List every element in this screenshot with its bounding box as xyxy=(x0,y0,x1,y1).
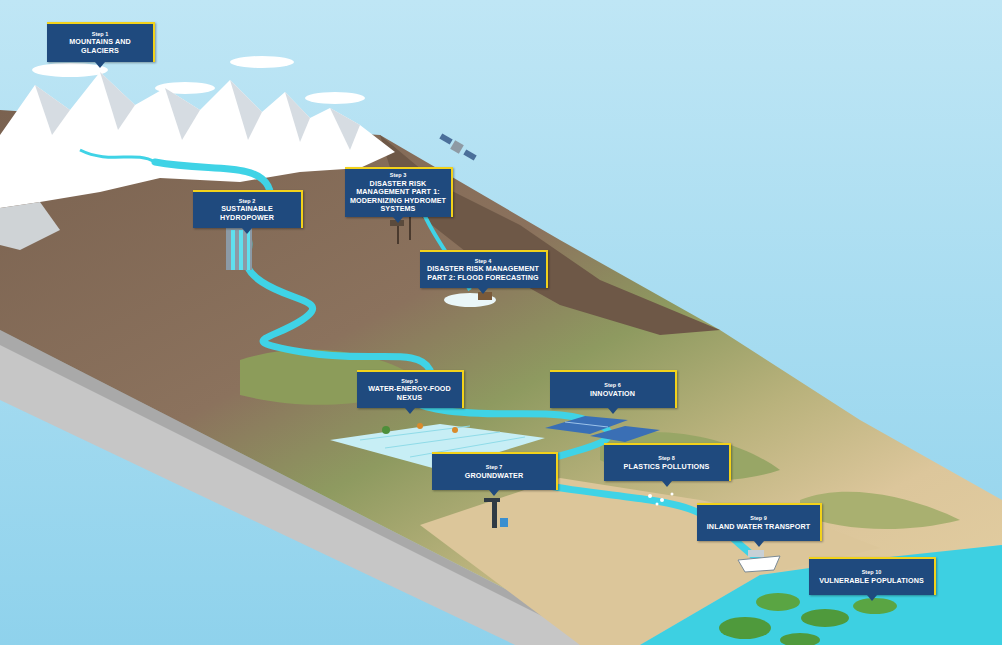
station-pole xyxy=(409,216,411,240)
step-callout-box: Step 2SUSTAINABLE HYDROPOWER xyxy=(193,190,303,228)
tree xyxy=(382,426,390,434)
island xyxy=(780,633,820,645)
step-callout-box: Step 1MOUNTAINS AND GLACIERS xyxy=(47,22,155,62)
step-number: Step 10 xyxy=(813,569,930,576)
green-hill xyxy=(800,492,960,529)
peak-shade xyxy=(330,108,360,150)
step-number: Step 2 xyxy=(197,198,297,205)
pump xyxy=(492,498,497,528)
step-callout-box: Step 3DISASTER RISK MANAGEMENT PART 1: M… xyxy=(345,167,453,217)
waterfall xyxy=(239,230,243,270)
step-title: VULNERABLE POPULATIONS xyxy=(813,577,930,585)
satellite-panel xyxy=(463,149,476,160)
island xyxy=(756,593,800,611)
peak-shade xyxy=(285,92,310,142)
bucket xyxy=(500,518,508,527)
sea xyxy=(640,545,1002,645)
cloud xyxy=(230,56,294,68)
farmer xyxy=(452,427,458,433)
step-callout-box: Step 9INLAND WATER TRANSPORT xyxy=(697,503,822,541)
step-number: Step 5 xyxy=(361,378,458,385)
waterfall xyxy=(247,230,250,270)
glacier-stream xyxy=(80,150,155,162)
field-row xyxy=(360,426,470,440)
step-title: WATER-ENERGY-FOOD NEXUS xyxy=(361,385,458,402)
step-title: GROUNDWATER xyxy=(436,472,552,480)
island xyxy=(801,609,849,627)
peak-shade xyxy=(165,88,200,140)
peak-shade xyxy=(100,72,135,130)
cloud xyxy=(305,92,365,104)
step-title: PLASTICS POLLUTIONS xyxy=(608,463,725,471)
step-callout-box: Step 8PLASTICS POLLUTIONS xyxy=(604,443,731,481)
boat-cabin xyxy=(748,550,764,557)
panel-line xyxy=(565,422,608,427)
satellite xyxy=(439,133,476,160)
step-number: Step 7 xyxy=(436,464,552,471)
step-title: INNOVATION xyxy=(554,390,671,398)
ridge-shadow xyxy=(380,135,720,335)
step-title: DISASTER RISK MANAGEMENT PART 1: MODERNI… xyxy=(349,180,447,214)
step-number: Step 3 xyxy=(349,172,447,179)
step-number: Step 6 xyxy=(554,382,671,389)
step-number: Step 4 xyxy=(424,258,542,265)
step-number: Step 8 xyxy=(608,455,725,462)
step-callout-box: Step 4DISASTER RISK MANAGEMENT PART 2: F… xyxy=(420,250,548,288)
island xyxy=(719,617,771,639)
step-title: SUSTAINABLE HYDROPOWER xyxy=(197,205,297,222)
step-title: INLAND WATER TRANSPORT xyxy=(701,523,816,531)
step-callout-box: Step 6INNOVATION xyxy=(550,370,677,408)
flood-foam xyxy=(444,293,496,307)
rock-slope xyxy=(0,202,60,250)
solar-panel xyxy=(590,426,660,442)
step-number: Step 1 xyxy=(51,31,149,38)
river xyxy=(155,162,765,565)
step-callout-box: Step 7GROUNDWATER xyxy=(432,452,558,490)
plastic-debris xyxy=(660,498,664,502)
snow-peaks xyxy=(0,72,395,208)
boat-hull xyxy=(738,556,780,572)
satellite-panel xyxy=(439,133,452,144)
peak-shade xyxy=(230,80,262,140)
step-callout-box: Step 10VULNERABLE POPULATIONS xyxy=(809,557,936,595)
step-number: Step 9 xyxy=(701,515,816,522)
satellite-body xyxy=(450,140,464,154)
plastic-debris xyxy=(656,503,659,506)
plastic-debris xyxy=(671,493,674,496)
step-title: DISASTER RISK MANAGEMENT PART 2: FLOOD F… xyxy=(424,265,542,282)
land xyxy=(0,110,1002,645)
peak-shade xyxy=(35,85,70,135)
waterfall xyxy=(231,230,235,270)
farmer xyxy=(417,423,423,429)
step-title: MOUNTAINS AND GLACIERS xyxy=(51,38,149,55)
field-row xyxy=(385,432,500,448)
pump-handle xyxy=(484,498,500,502)
step-callout-box: Step 5WATER-ENERGY-FOOD NEXUS xyxy=(357,370,464,408)
plastic-debris xyxy=(648,494,652,498)
